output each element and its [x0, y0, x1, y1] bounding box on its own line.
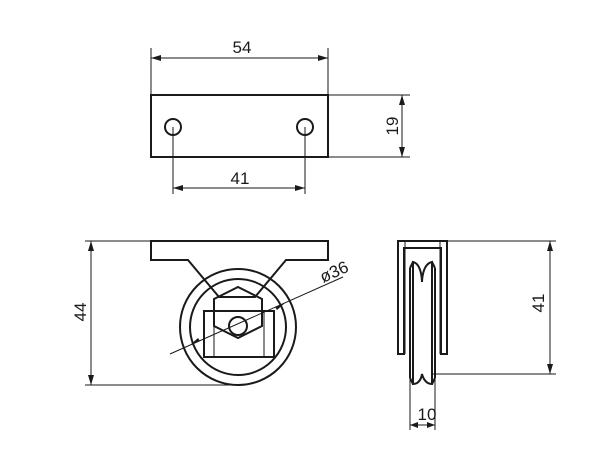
front-axle-hole: [228, 316, 248, 336]
dimension-hole-spacing: 41: [172, 127, 306, 194]
front-wheel-inner: [189, 278, 287, 376]
dimension-side-height: 41: [432, 240, 556, 375]
dimension-side-height-label: 41: [529, 294, 548, 313]
dimension-top-width-label: 54: [233, 38, 252, 57]
front-view: ø36 44: [71, 240, 351, 386]
top-view: 54 19 41: [150, 38, 410, 194]
side-view: 41 10: [397, 240, 556, 430]
side-wheel-groove: [409, 261, 436, 385]
front-axle-nut: [213, 285, 263, 340]
front-mounting-plate: [150, 240, 329, 298]
dimension-hole-spacing-label: 41: [231, 169, 250, 188]
dimension-front-height-label: 44: [71, 303, 90, 322]
dimension-wheel-width: 10: [409, 378, 437, 430]
dimension-wheel-diameter-label: ø36: [317, 257, 351, 286]
dimension-front-height: 44: [71, 240, 238, 386]
dimension-wheel-width-label: 10: [418, 405, 437, 424]
side-wheel-profile: [412, 260, 433, 386]
side-bracket-outer: [397, 240, 448, 355]
dimension-top-height-label: 19: [383, 117, 402, 136]
top-plate: [150, 94, 329, 158]
dimension-top-width: 54: [150, 38, 329, 95]
dimension-top-height: 19: [328, 94, 410, 158]
